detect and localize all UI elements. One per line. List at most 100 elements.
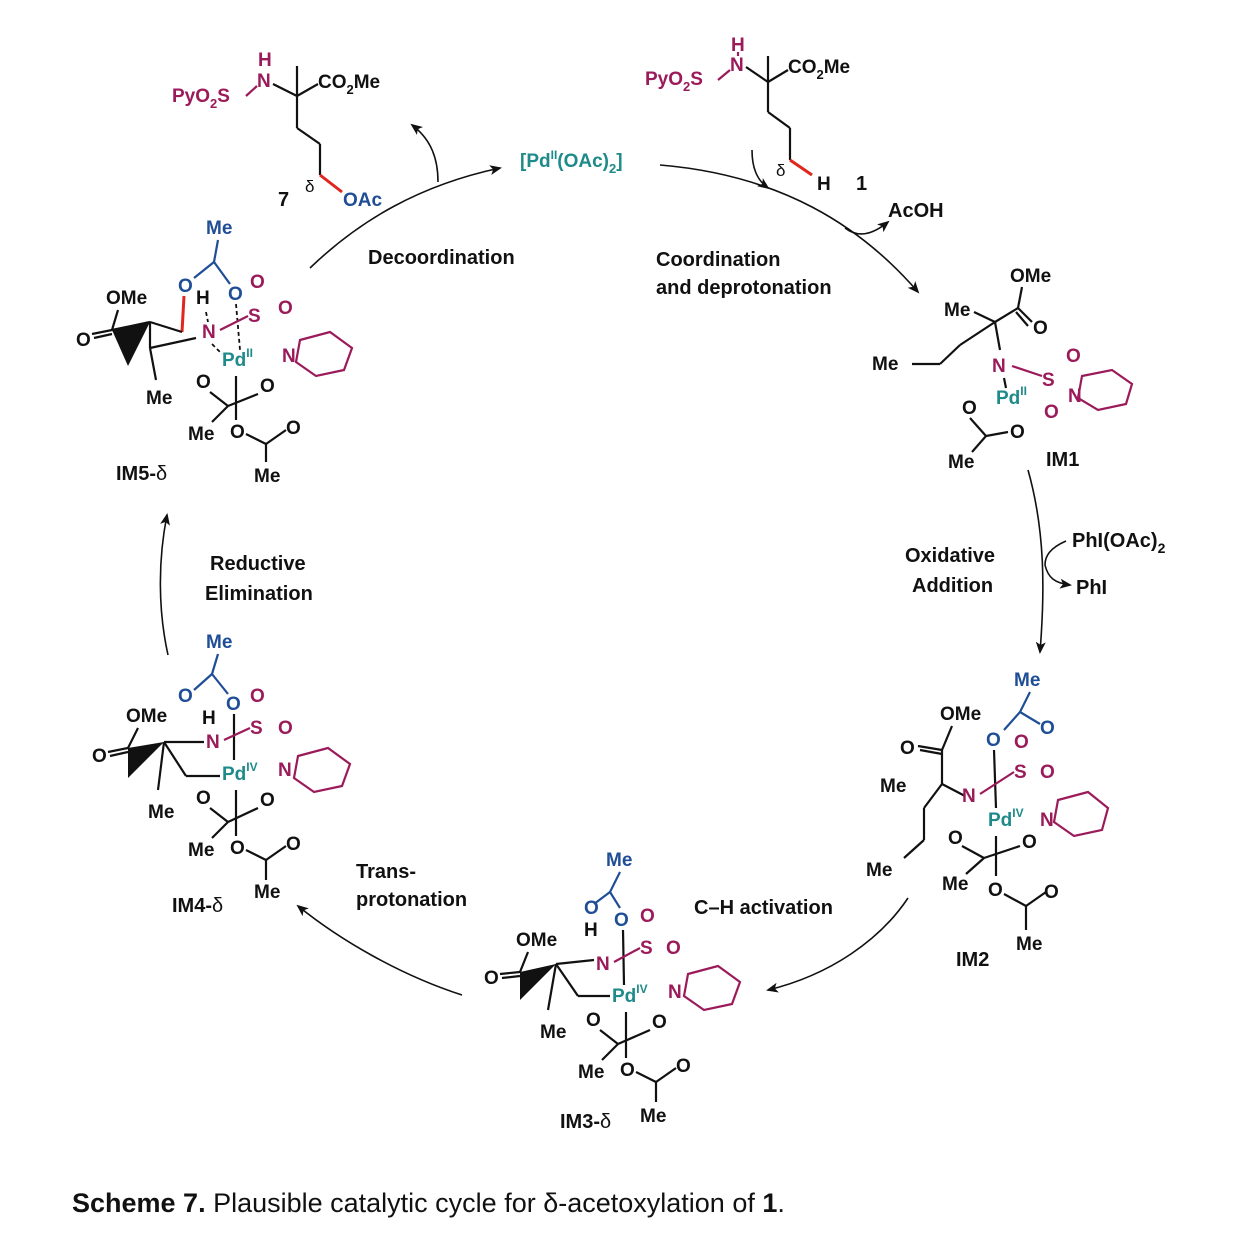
- svg-text:N: N: [206, 732, 220, 753]
- svg-text:PdII: PdII: [222, 346, 253, 371]
- intermediate-im5: Me O O OMe O Me N H S O O N PdII O O: [76, 218, 354, 487]
- label-trans-1: Trans-: [356, 861, 416, 883]
- svg-text:O: O: [278, 718, 293, 739]
- svg-text:O: O: [230, 422, 245, 443]
- svg-text:Me: Me: [254, 882, 280, 903]
- svg-text:Me: Me: [254, 466, 280, 487]
- caption-end: .: [777, 1188, 785, 1218]
- compound-1-label: 1: [856, 173, 867, 195]
- svg-text:O: O: [286, 834, 301, 855]
- arrow-oxidative: [1027, 469, 1046, 654]
- svg-text:Me: Me: [606, 850, 632, 871]
- svg-text:O: O: [1044, 402, 1059, 423]
- catalyst-label: [PdII(OAc)2]: [520, 148, 623, 176]
- arrow-decoordination: [309, 165, 502, 269]
- svg-text:N: N: [962, 786, 976, 807]
- svg-text:O: O: [1066, 346, 1081, 367]
- svg-text:O: O: [250, 686, 265, 707]
- svg-text:O: O: [614, 910, 629, 931]
- svg-text:O: O: [196, 788, 211, 809]
- arrow-phi-out: [1044, 564, 1072, 589]
- svg-text:O: O: [988, 880, 1003, 901]
- svg-text:O: O: [178, 686, 193, 707]
- arrow-product-release: [410, 123, 439, 183]
- svg-text:Me: Me: [872, 354, 898, 375]
- svg-text:N: N: [282, 346, 296, 367]
- svg-text:H: H: [817, 174, 831, 195]
- label-oxidative-2: Addition: [912, 575, 993, 597]
- svg-text:O: O: [1022, 832, 1037, 853]
- svg-text:O: O: [640, 906, 655, 927]
- svg-text:H: H: [731, 35, 745, 56]
- intermediate-im3: Me O O H OMe O Me N S O O N PdIV O O Me …: [484, 850, 742, 1133]
- svg-text:O: O: [278, 298, 293, 319]
- svg-text:Me: Me: [942, 874, 968, 895]
- svg-text:O: O: [228, 284, 243, 305]
- arrow-acoh-out: [844, 220, 890, 235]
- arrow-transprotonation: [296, 904, 463, 996]
- svg-text:δ: δ: [305, 177, 314, 196]
- svg-text:O: O: [986, 730, 1001, 751]
- svg-text:OMe: OMe: [106, 288, 147, 309]
- svg-text:PdIV: PdIV: [222, 760, 258, 785]
- svg-text:O: O: [1033, 318, 1048, 339]
- arrow-phioac-in: [1044, 540, 1067, 566]
- svg-text:S: S: [640, 938, 653, 959]
- svg-text:O: O: [484, 968, 499, 989]
- svg-text:PdII: PdII: [996, 384, 1027, 409]
- im5-label: IM5-δ: [116, 463, 167, 485]
- svg-text:O: O: [1040, 762, 1055, 783]
- svg-text:H: H: [196, 288, 210, 309]
- intermediate-im4: Me O O OMe O Me N H S O O N PdIV O O Me …: [92, 632, 352, 917]
- im1-label: IM1: [1046, 449, 1079, 471]
- label-acoh: AcOH: [888, 200, 944, 222]
- arrow-ch-activation: [766, 897, 909, 993]
- svg-text:N: N: [278, 760, 292, 781]
- label-phioac: PhI(OAc)2: [1072, 530, 1166, 556]
- svg-text:O: O: [666, 938, 681, 959]
- svg-text:N: N: [1040, 810, 1054, 831]
- svg-text:O: O: [948, 828, 963, 849]
- svg-text:O: O: [76, 330, 91, 351]
- compound-7-label: 7: [278, 189, 289, 211]
- svg-text:Me: Me: [206, 218, 232, 239]
- substrate-1: PyO2S N H CO2Me δ H 1: [645, 35, 867, 195]
- label-coordination-1: Coordination: [656, 249, 780, 271]
- caption-number: 1: [762, 1188, 778, 1218]
- label-coordination-2: and deprotonation: [656, 277, 832, 299]
- svg-text:Me: Me: [640, 1106, 666, 1127]
- label-reductive-1: Reductive: [210, 553, 306, 575]
- svg-text:O: O: [962, 398, 977, 419]
- svg-text:O: O: [178, 276, 193, 297]
- svg-text:Me: Me: [188, 424, 214, 445]
- svg-text:N: N: [668, 982, 682, 1003]
- svg-text:H: H: [202, 708, 216, 729]
- im2-label: IM2: [956, 949, 989, 971]
- svg-text:O: O: [260, 376, 275, 397]
- svg-text:O: O: [250, 272, 265, 293]
- svg-text:OMe: OMe: [1010, 266, 1051, 287]
- svg-text:S: S: [1014, 762, 1027, 783]
- svg-text:Me: Me: [206, 632, 232, 653]
- arrow-substrate-in: [751, 149, 770, 190]
- arrow-coordination: [659, 164, 920, 294]
- svg-text:OMe: OMe: [516, 930, 557, 951]
- svg-text:Me: Me: [948, 452, 974, 473]
- intermediate-im1: OMe O Me Me N S O O N PdII O O Me IM1: [872, 266, 1134, 473]
- svg-text:Me: Me: [1014, 670, 1040, 691]
- svg-text:O: O: [676, 1056, 691, 1077]
- svg-text:CO2Me: CO2Me: [318, 72, 380, 97]
- svg-text:OMe: OMe: [940, 704, 981, 725]
- svg-text:O: O: [226, 694, 241, 715]
- svg-text:O: O: [1044, 882, 1059, 903]
- svg-text:OMe: OMe: [126, 706, 167, 727]
- label-oxidative-1: Oxidative: [905, 545, 995, 567]
- svg-text:PyO2S: PyO2S: [172, 86, 230, 111]
- svg-text:Me: Me: [880, 776, 906, 797]
- svg-text:Me: Me: [148, 802, 174, 823]
- svg-text:N: N: [992, 356, 1006, 377]
- svg-text:Me: Me: [1016, 934, 1042, 955]
- svg-text:H: H: [584, 920, 598, 941]
- svg-text:H: H: [258, 50, 272, 71]
- svg-text:Me: Me: [944, 300, 970, 321]
